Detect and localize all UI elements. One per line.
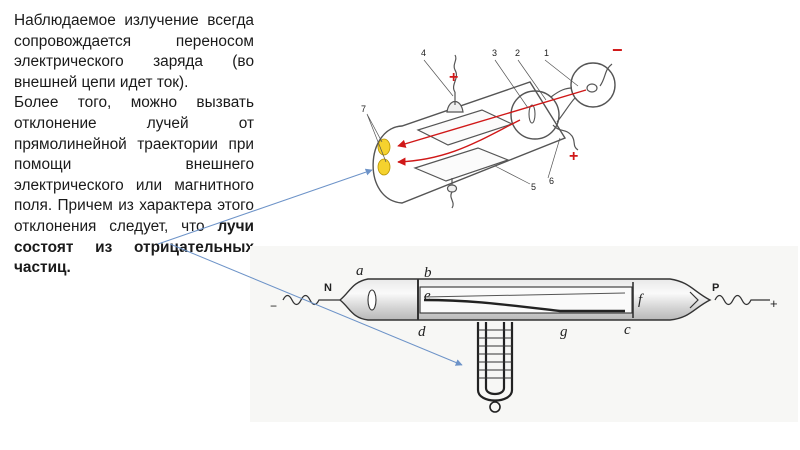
cathode-disk — [367, 289, 377, 311]
cathode-wire — [599, 63, 613, 87]
arrow-to-magnet — [169, 243, 463, 366]
label-5: 5 — [531, 182, 536, 192]
label-e: e — [424, 288, 431, 304]
bottom-tube-diagram: a b e f d g c N P − + — [250, 246, 798, 422]
plus-anode: + — [569, 148, 578, 165]
label-4: 4 — [421, 48, 426, 58]
top-wire — [452, 54, 458, 93]
right-wire — [714, 294, 770, 306]
label-b: b — [424, 265, 432, 281]
anode-cone — [689, 291, 699, 309]
terminal-plus: + — [770, 296, 778, 311]
screen-spot-upper — [377, 138, 391, 156]
paragraph-1: Наблюдаемое излучение всегда сопровождае… — [14, 12, 254, 91]
left-wire — [282, 294, 340, 306]
scan-background — [250, 246, 798, 422]
label-1: 1 — [544, 48, 549, 58]
minus-cathode: − — [612, 40, 623, 60]
ray-deflected — [397, 119, 521, 166]
magnet-coil — [478, 329, 512, 379]
paragraph-2-text: Более того, можно вызвать отклонение луч… — [14, 94, 254, 235]
leader-lines — [366, 59, 579, 185]
magnet-ring — [489, 401, 501, 413]
label-2: 2 — [515, 48, 520, 58]
label-a: a — [356, 263, 364, 279]
body-text: Наблюдаемое излучение всегда сопровождае… — [14, 11, 254, 279]
label-d: d — [418, 324, 426, 340]
neck-connect — [550, 87, 576, 123]
plus-top: + — [449, 69, 458, 86]
end-cap — [570, 62, 616, 108]
label-7: 7 — [361, 104, 366, 114]
beam-deflected — [423, 298, 625, 313]
anode-disk — [528, 104, 536, 124]
label-P: P — [712, 282, 719, 294]
label-f: f — [638, 292, 644, 308]
anode-wire — [552, 124, 579, 151]
ray-straight — [397, 89, 587, 148]
top-tube-diagram: 4 3 2 1 7 5 6 + + − — [361, 40, 623, 209]
label-6: 6 — [549, 176, 554, 186]
label-c: c — [624, 322, 631, 338]
lower-plate — [413, 147, 510, 182]
top-tube-body — [372, 81, 567, 204]
label-3: 3 — [492, 48, 497, 58]
label-N: N — [324, 282, 332, 294]
horseshoe-magnet — [476, 322, 514, 402]
beam-straight — [423, 292, 626, 298]
paragraph-2-bold: лучи состоят из отрицательных частиц. — [14, 217, 254, 277]
top-electrode — [446, 92, 464, 113]
screen-spot-lower — [377, 158, 391, 176]
bottom-wire — [450, 191, 454, 209]
terminal-minus: − — [270, 299, 277, 313]
paragraph-2: Более того, можно вызвать отклонение луч… — [14, 93, 254, 278]
label-g: g — [560, 324, 568, 340]
neck-ring — [510, 90, 560, 140]
cathode — [586, 83, 598, 93]
arrow-to-top-figure — [157, 168, 373, 245]
